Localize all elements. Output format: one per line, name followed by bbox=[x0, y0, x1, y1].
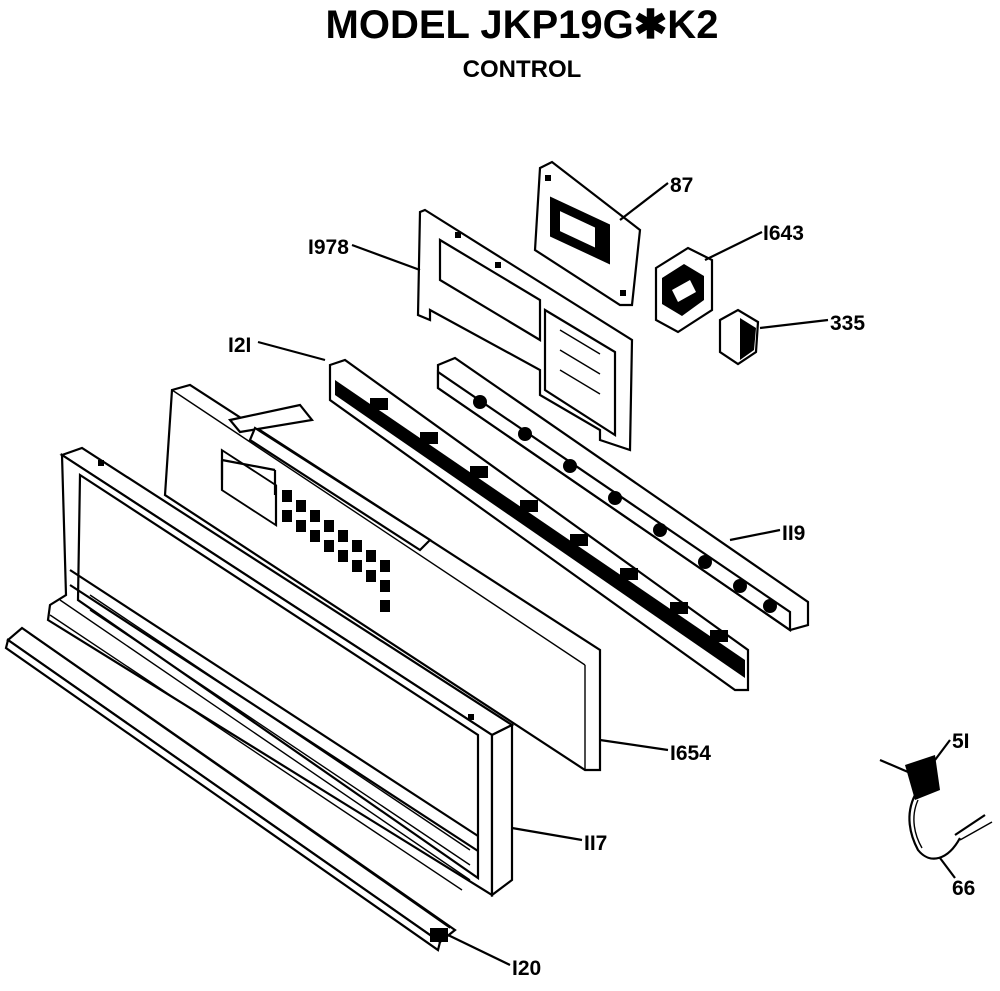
callout-120: I20 bbox=[512, 957, 541, 980]
part-1978-bracket bbox=[416, 208, 634, 452]
callout-335: 335 bbox=[830, 312, 865, 335]
part-1654-touch-panel bbox=[163, 383, 602, 772]
callout-117: II7 bbox=[584, 832, 607, 855]
part-117-bezel-frame bbox=[46, 446, 515, 898]
callout-87: 87 bbox=[670, 174, 693, 197]
model-title: MODEL JKP19G✱K2 bbox=[325, 3, 719, 47]
callout-51: 5I bbox=[952, 730, 970, 753]
callout-1643: I643 bbox=[763, 222, 804, 245]
callout-1978: I978 bbox=[308, 236, 349, 259]
part-87-control-board bbox=[533, 160, 642, 307]
callout-119: II9 bbox=[782, 522, 805, 545]
part-120-trim-strip bbox=[4, 626, 457, 952]
callout-labels: 87 I643 335 I978 I2I II9 I654 II7 I20 5I… bbox=[228, 174, 975, 980]
part-121-switch-board bbox=[328, 358, 750, 692]
callout-121: I2I bbox=[228, 334, 251, 357]
part-119-button-carrier bbox=[436, 356, 810, 633]
part-335-clip bbox=[718, 308, 760, 366]
leader-lines bbox=[257, 182, 956, 966]
section-title: CONTROL bbox=[462, 56, 582, 83]
callout-66: 66 bbox=[952, 877, 975, 900]
part-1643-relay bbox=[654, 246, 714, 334]
part-51-66-wire-harness bbox=[879, 755, 993, 860]
keypad-buttons bbox=[282, 490, 390, 612]
callout-1654: I654 bbox=[670, 742, 711, 765]
